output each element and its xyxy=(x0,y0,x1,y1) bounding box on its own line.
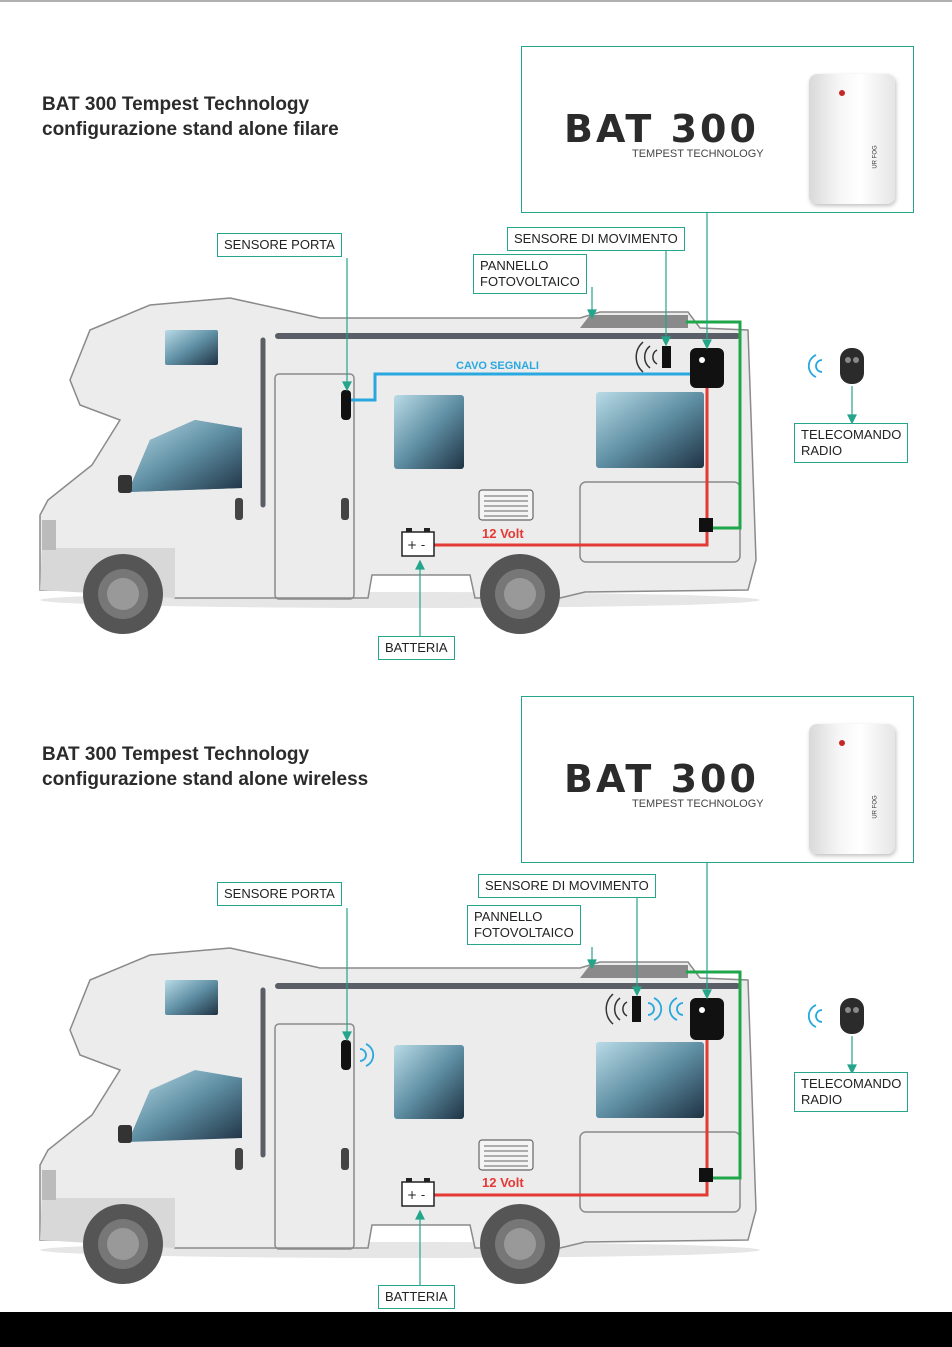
solar-panel-shape xyxy=(580,315,688,328)
voltage-label: 12 Volt xyxy=(482,526,524,541)
remote-control xyxy=(840,998,864,1034)
voltage-label: 12 Volt xyxy=(482,1175,524,1190)
diagram-title: BAT 300 Tempest Technology configurazion… xyxy=(42,742,368,792)
label-remote-line2: RADIO xyxy=(801,443,843,458)
label-solar-panel: PANNELLO FOTOVOLTAICO xyxy=(467,905,581,945)
label-remote-line2: RADIO xyxy=(801,1092,843,1107)
svg-text:+ -: + - xyxy=(407,538,425,552)
label-remote: TELECOMANDO RADIO xyxy=(794,1072,909,1112)
label-battery: BATTERIA xyxy=(378,1285,455,1309)
roof-rail xyxy=(275,983,740,989)
product-box: BAT 300 TEMPEST TECHNOLOGY UR FOG xyxy=(521,696,914,863)
footer-bar xyxy=(0,1312,952,1347)
bat300-device-image: UR FOG xyxy=(809,724,895,854)
camper-wireless-illustration: + - xyxy=(39,862,864,1288)
label-solar-panel-line2: FOTOVOLTAICO xyxy=(474,925,574,940)
top-border xyxy=(0,0,952,2)
bat300-unit xyxy=(690,348,724,388)
label-motion-sensor: SENSORE DI MOVIMENTO xyxy=(478,874,656,898)
door-sensor xyxy=(341,390,351,420)
brand-logo: BAT 300 xyxy=(564,107,759,151)
title-line-2: configurazione stand alone filare xyxy=(42,119,339,140)
title-line-1: BAT 300 Tempest Technology xyxy=(42,744,310,765)
label-solar-panel-line1: PANNELLO xyxy=(474,909,543,924)
roof-rail xyxy=(275,333,740,339)
camper-door xyxy=(274,373,355,600)
power-cable xyxy=(434,1040,709,1197)
label-door-sensor: SENSORE PORTA xyxy=(217,882,342,906)
diagram-wired: + - BAT 300 Tempest Technology xyxy=(0,0,952,660)
led-indicator xyxy=(839,90,845,96)
camper-door xyxy=(274,1023,355,1250)
rear-window xyxy=(596,1042,704,1118)
bat300-unit xyxy=(690,998,724,1040)
door-sensor xyxy=(341,1040,351,1070)
remote-control xyxy=(840,348,864,384)
label-solar-panel-line1: PANNELLO xyxy=(480,258,549,273)
title-line-2: configurazione stand alone wireless xyxy=(42,769,369,790)
device-mark: UR FOG xyxy=(872,795,879,819)
label-battery: BATTERIA xyxy=(378,636,455,660)
bat300-device-image: UR FOG xyxy=(809,74,895,204)
camper-wired-illustration: + - xyxy=(39,212,864,638)
motion-sensor xyxy=(632,996,641,1022)
title-line-1: BAT 300 Tempest Technology xyxy=(42,94,310,115)
label-remote-line1: TELECOMANDO xyxy=(801,427,902,442)
diagram-title: BAT 300 Tempest Technology configurazion… xyxy=(42,92,339,142)
solar-panel-shape xyxy=(580,965,688,978)
battery-icon xyxy=(401,531,435,557)
label-door-sensor: SENSORE PORTA xyxy=(217,233,342,257)
solar-cable xyxy=(686,320,742,530)
rear-window xyxy=(596,392,704,468)
label-solar-panel-line2: FOTOVOLTAICO xyxy=(480,274,580,289)
label-remote: TELECOMANDO RADIO xyxy=(794,423,909,463)
led-indicator xyxy=(839,740,845,746)
windshield xyxy=(128,1070,242,1142)
label-remote-line1: TELECOMANDO xyxy=(801,1076,902,1091)
diagram-wireless: + - BAT 300 Tempest Technology configu xyxy=(0,650,952,1309)
side-window xyxy=(394,395,464,469)
battery-icon xyxy=(401,1181,435,1207)
brand-logo: BAT 300 xyxy=(564,757,759,801)
brand-subtitle: TEMPEST TECHNOLOGY xyxy=(632,148,764,160)
power-cable xyxy=(434,385,709,547)
device-mark: UR FOG xyxy=(872,145,879,169)
label-motion-sensor: SENSORE DI MOVIMENTO xyxy=(507,227,685,251)
motion-sensor xyxy=(662,346,671,368)
signal-cable xyxy=(351,372,690,402)
signal-cable-label: CAVO SEGNALI xyxy=(456,360,539,372)
svg-text:+ -: + - xyxy=(407,1188,425,1202)
product-box: BAT 300 TEMPEST TECHNOLOGY UR FOG xyxy=(521,46,914,213)
solar-cable xyxy=(686,970,742,1180)
overcab-window xyxy=(165,980,218,1015)
overcab-window xyxy=(165,330,218,365)
brand-subtitle: TEMPEST TECHNOLOGY xyxy=(632,798,764,810)
side-window xyxy=(394,1045,464,1119)
label-solar-panel: PANNELLO FOTOVOLTAICO xyxy=(473,254,587,294)
